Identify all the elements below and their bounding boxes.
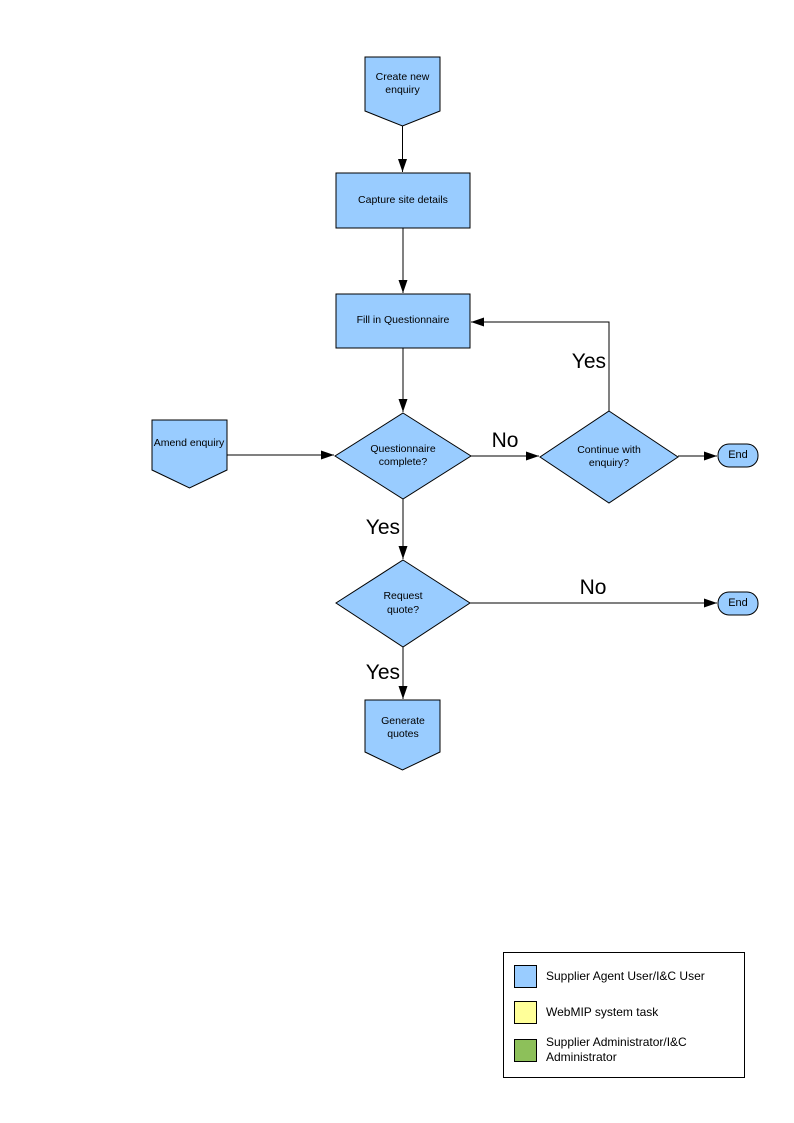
legend-item-supplier-admin: Supplier Administrator/I&C Administrator <box>514 1035 738 1065</box>
create-enquiry-label: Create new enquiry <box>375 70 430 96</box>
request-quote-label: Request quote? <box>383 590 423 616</box>
connectors <box>227 126 717 699</box>
create-enquiry-shape <box>364 56 441 127</box>
legend-item-supplier-agent: Supplier Agent User/I&C User <box>514 965 738 988</box>
capture-site-details-shape <box>335 172 471 229</box>
edge-label-request-yes: Yes <box>365 661 400 684</box>
legend-swatch-supplier-agent <box>514 965 537 988</box>
questionnaire-complete-decision-shape <box>334 412 472 500</box>
generate-quotes-label: Generate quotes <box>381 714 425 740</box>
amend-enquiry-shape <box>151 419 228 489</box>
legend-label-supplier-agent: Supplier Agent User/I&C User <box>546 969 705 983</box>
generate-quotes-shape <box>364 699 441 771</box>
edge-label-continue-yes: Yes <box>571 350 606 373</box>
legend-swatch-webmip-task <box>514 1001 537 1024</box>
continue-with-enquiry-label: Continue with enquiry? <box>577 443 641 469</box>
amend-enquiry-label: Amend enquiry <box>153 437 225 450</box>
legend-label-supplier-admin: Supplier Administrator/I&C Administrator <box>546 1035 687 1064</box>
end-terminator-2-label: End <box>728 596 748 609</box>
edge-label-request-no: No <box>579 576 607 599</box>
capture-site-details-label: Capture site details <box>358 193 448 206</box>
legend-item-webmip-task: WebMIP system task <box>514 1001 738 1024</box>
edge-label-questionnaire-yes: Yes <box>365 516 400 539</box>
legend-label-webmip-task: WebMIP system task <box>546 1005 659 1019</box>
end-terminator-1-label: End <box>728 448 748 461</box>
legend: Supplier Agent User/I&C User WebMIP syst… <box>503 952 745 1078</box>
end-terminator-2-shape <box>717 591 759 616</box>
edge-label-questionnaire-no: No <box>491 429 519 452</box>
connector-continue-yes-to-fill <box>471 317 610 411</box>
end-terminator-1-shape <box>717 443 759 468</box>
request-quote-decision-shape <box>335 559 471 648</box>
questionnaire-complete-label: Questionnaire complete? <box>370 442 436 468</box>
legend-swatch-supplier-admin <box>514 1038 537 1062</box>
fill-in-questionnaire-shape <box>335 293 471 349</box>
continue-with-enquiry-decision-shape <box>539 410 679 504</box>
fill-in-questionnaire-label: Fill in Questionnaire <box>356 314 450 327</box>
